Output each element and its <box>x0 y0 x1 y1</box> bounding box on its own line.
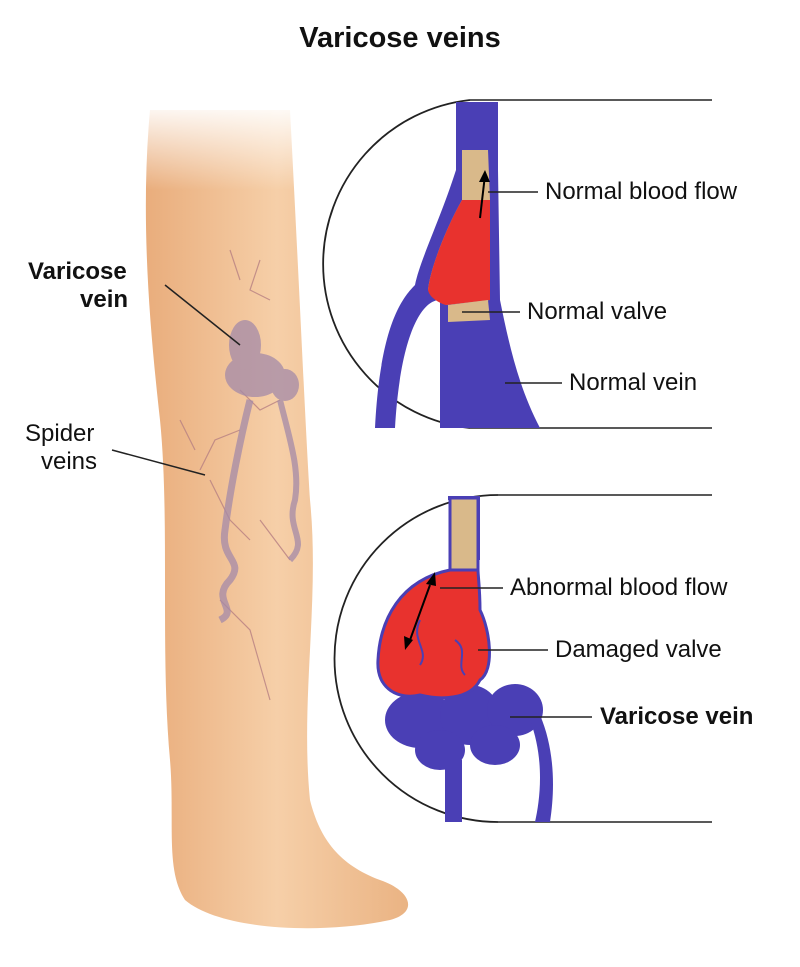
leg-varicose-vein-label: Varicose vein <box>28 258 128 314</box>
panel-varicose-vein-label: Varicose vein <box>600 703 754 730</box>
label-line: Spider <box>25 420 95 447</box>
normal-valve-label: Normal valve <box>527 298 668 325</box>
spider-veins-leader <box>111 449 206 476</box>
label-line: veins <box>41 448 98 475</box>
varicose-vein-panel <box>333 494 712 823</box>
leg <box>130 100 409 929</box>
normal-blood-flow-label: Normal blood flow <box>545 178 738 205</box>
label-line: Varicose <box>28 258 127 285</box>
abnormal-blood-flow-label: Abnormal blood flow <box>510 574 728 601</box>
normal-vein-panel <box>322 99 712 429</box>
normal-vein-label: Normal vein <box>569 369 698 396</box>
spider-veins-label: Spider veins <box>25 420 97 476</box>
leg-varicose-vein <box>218 320 301 624</box>
damaged-valve-label: Damaged valve <box>555 636 722 663</box>
label-line: vein <box>80 286 129 313</box>
varicose-vein-leader <box>164 284 241 346</box>
diagram-title: Varicose veins <box>299 22 501 54</box>
